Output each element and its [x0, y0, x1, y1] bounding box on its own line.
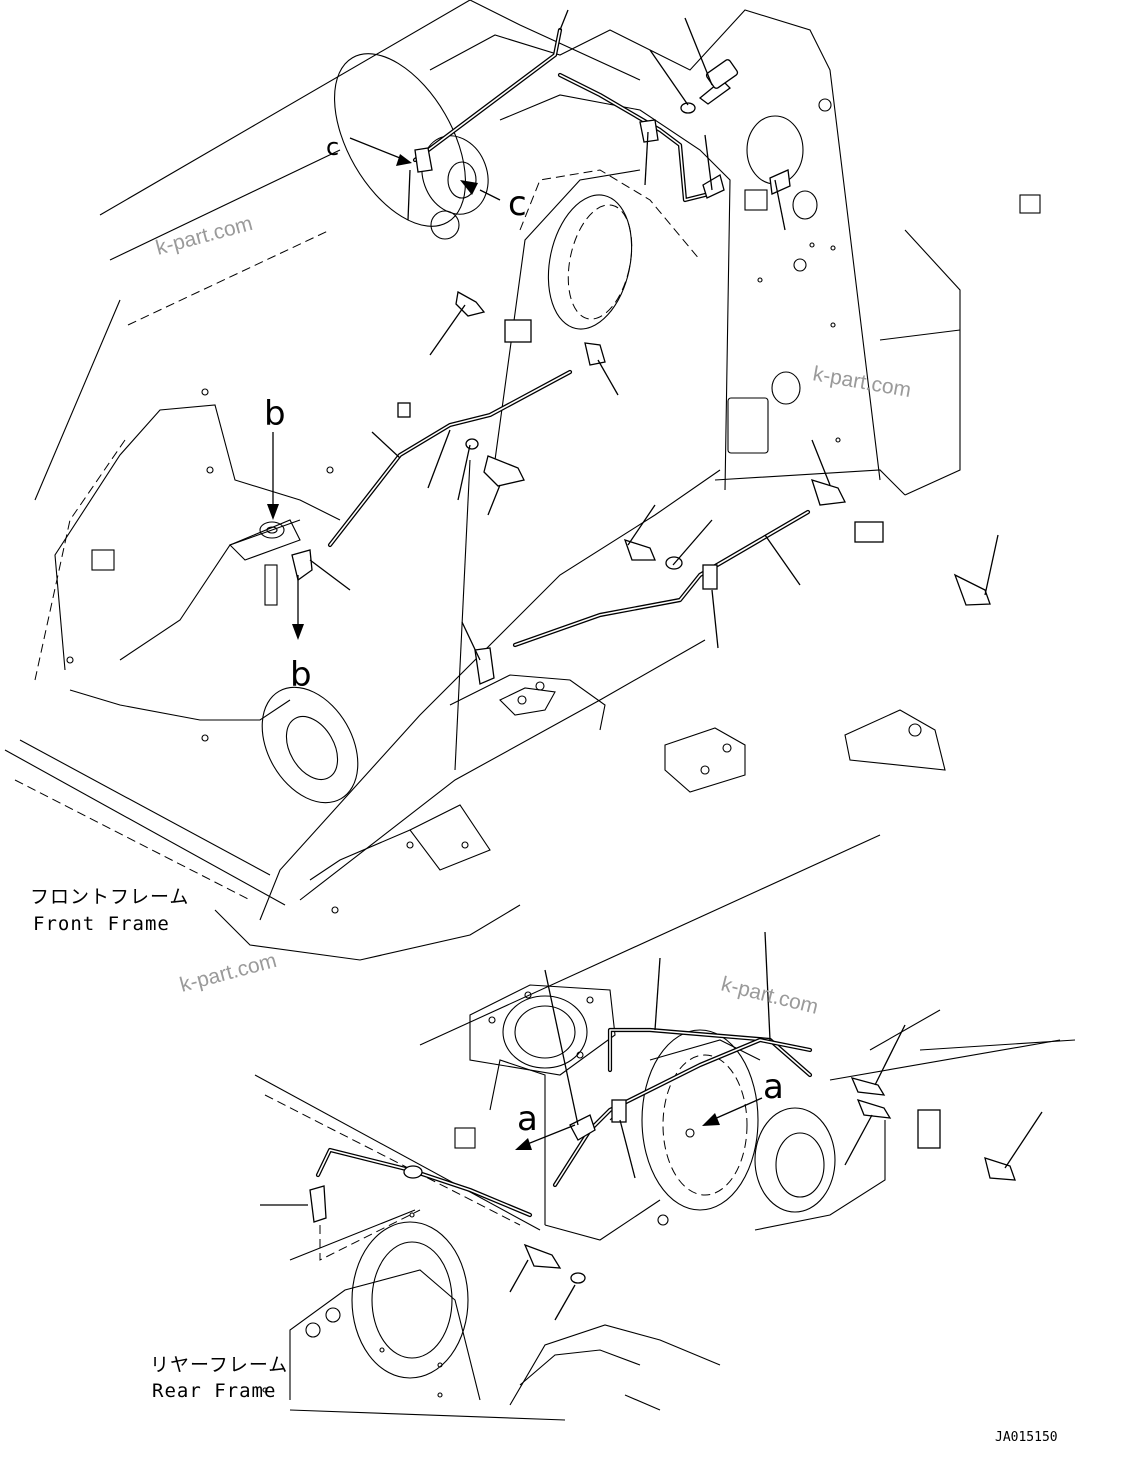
drawing-code: JA015150 [995, 1430, 1058, 1445]
rear-leader-lines [260, 931, 1043, 1321]
rear-fittings [309, 1077, 1016, 1284]
callout-b-top: b [264, 394, 286, 434]
front-frame-outline [4, 0, 1041, 961]
front-frame-label-jp: フロントフレーム [30, 886, 189, 908]
rear-frame-label-en: Rear Frame [152, 1380, 276, 1402]
front-grease-lines [327, 27, 811, 648]
callout-b-bottom: b [290, 655, 312, 695]
front-frame-label-en: Front Frame [33, 913, 170, 935]
front-leader-lines [309, 9, 999, 661]
front-callout-arrows [267, 137, 501, 640]
front-fittings [291, 59, 991, 685]
callout-c-large: c [508, 184, 527, 224]
watermark: k-part.com [177, 949, 279, 997]
rear-frame-outline [254, 834, 1076, 1421]
rear-frame-label-jp: リヤーフレーム [150, 1354, 288, 1376]
watermark: k-part.com [811, 362, 913, 402]
watermark: k-part.com [153, 212, 255, 260]
watermark: k-part.com [719, 973, 821, 1019]
callout-c-small: c [326, 133, 339, 161]
callout-a-left: a [517, 1099, 538, 1139]
callout-a-right: a [763, 1067, 784, 1107]
rear-callout-arrows [515, 1097, 763, 1150]
